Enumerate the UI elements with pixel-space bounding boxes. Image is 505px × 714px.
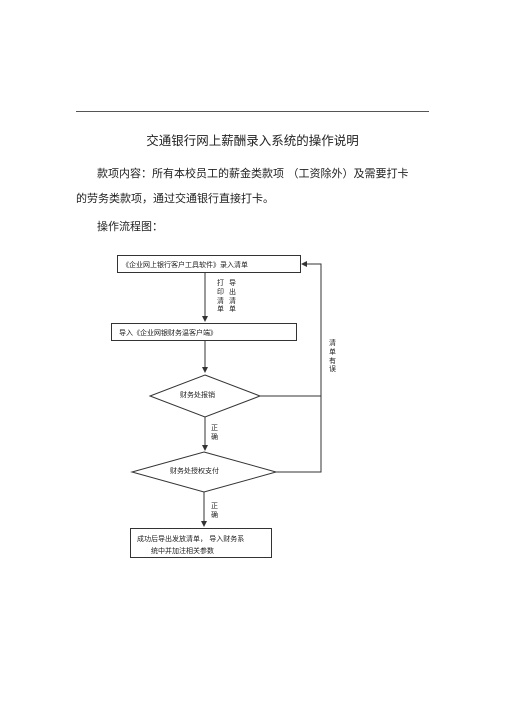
step2-box: 导入《企业网银财务温客户端》 (111, 323, 297, 341)
document-title: 交通银行网上薪酬录入系统的操作说明 (146, 133, 359, 148)
header-rule (76, 111, 429, 112)
paragraph-line-2: 的劳务类款项，通过交通银行直接打卡。 (76, 192, 274, 205)
print-list-label: 打 印 清 单 (217, 279, 224, 314)
decision1-label: 财务处报销 (180, 391, 215, 399)
correct1-label: 正 确 (211, 424, 218, 441)
decision2-label: 财务处授权支付 (170, 467, 219, 475)
paragraph-line-1: 款项内容：所有本校员工的薪金类款项 （工资除外）及需要打卡 (97, 167, 409, 180)
final-box: 成功后导出发放清单， 导入财务系 统中并加注相关参数 (130, 528, 272, 558)
final-label-line2: 统中并加注相关参数 (151, 547, 214, 555)
list-error-label: 清 单 有 误 (329, 339, 336, 374)
loop-line-decision2 (276, 261, 322, 473)
correct2-label: 正 确 (211, 502, 218, 519)
export-list-label: 导 出 清 单 (229, 279, 236, 314)
step2-label: 导入《企业网银财务温客户端》 (119, 329, 217, 337)
final-label-line1: 成功后导出发放清单， 导入财务系 (137, 535, 245, 543)
flow-heading: 操作流程图： (97, 220, 163, 233)
step1-box: 《企业网上银行客户工具软件》录入清单 (117, 255, 301, 273)
step1-label: 《企业网上银行客户工具软件》录入清单 (122, 261, 248, 269)
